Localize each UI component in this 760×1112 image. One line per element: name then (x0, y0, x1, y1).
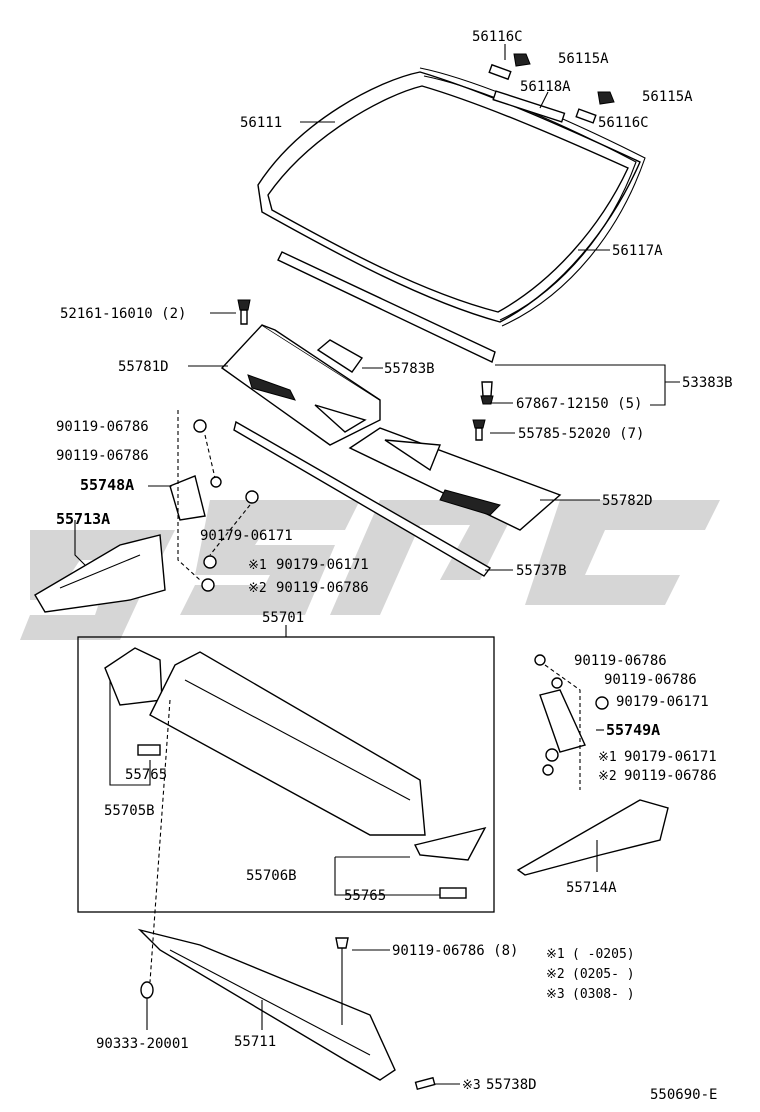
clip-55785 (472, 419, 486, 441)
clip-52161 (237, 299, 251, 325)
clip-67867 (480, 381, 494, 405)
label-56115A-right: 56115A (642, 89, 693, 105)
label-55783B: 55783B (384, 361, 435, 377)
label-56116C-right: 56116C (598, 115, 649, 131)
label-55748A: 55748A (80, 476, 134, 494)
bracket-55748A (169, 410, 259, 592)
leader-lines (74, 44, 680, 1085)
label-55781D: 55781D (118, 359, 169, 375)
mark-m3: ※3 (462, 1078, 481, 1093)
label-56118A: 56118A (520, 79, 571, 95)
upper-stoppers (488, 53, 615, 124)
label-56115A-top: 56115A (558, 51, 609, 67)
bracket-55749A (534, 654, 609, 790)
label-55738D: 55738D (486, 1077, 537, 1093)
cowl-seal-55737B (233, 420, 492, 577)
cowl-louver-left (220, 324, 381, 446)
label-90119-a: 90119-06786 (56, 419, 149, 435)
label-90179-a: 90179-06171 (200, 528, 293, 544)
label-53383B: 53383B (682, 375, 733, 391)
label-55785: 55785-52020 (7) (518, 426, 644, 442)
label-90179-c: 90179-06171 (616, 694, 709, 710)
label-52161: 52161-16010 (2) (60, 306, 186, 322)
label-90179-d: 90179-06171 (624, 749, 717, 765)
label-55714A: 55714A (566, 880, 617, 896)
diagram-code: 550690-E (650, 1087, 717, 1103)
label-90333: 90333-20001 (96, 1036, 189, 1052)
label-55765-left: 55765 (125, 767, 167, 783)
note-range-3: (0308- ) (572, 987, 635, 1002)
windshield-glass (257, 71, 641, 323)
label-90119-b: 90119-06786 (56, 448, 149, 464)
mark-m1-b: ※1 (598, 750, 617, 765)
note-mark-3: ※3 (546, 987, 565, 1002)
note-range-1: ( -0205) (572, 947, 635, 962)
label-55705B: 55705B (104, 803, 155, 819)
note-mark-2: ※2 (546, 967, 565, 982)
label-56117A: 56117A (612, 243, 663, 259)
note-mark-1: ※1 (546, 947, 565, 962)
label-55701: 55701 (262, 610, 304, 626)
label-55749A: 55749A (606, 721, 660, 739)
mark-m1-a: ※1 (248, 558, 267, 573)
label-55713A: 55713A (56, 510, 110, 528)
label-55765-right: 55765 (344, 888, 386, 904)
lower-weatherstrip (277, 251, 496, 363)
label-56116C-top: 56116C (472, 29, 523, 45)
label-90119-e: 90119-06786 (604, 672, 697, 688)
cowl-louver-right (348, 427, 562, 531)
mark-m2-a: ※2 (248, 581, 267, 596)
label-67867: 67867-12150 (5) (516, 396, 642, 412)
label-55737B: 55737B (516, 563, 567, 579)
label-90119-d: 90119-06786 (574, 653, 667, 669)
label-90119-g: 90119-06786 (8) (392, 943, 518, 959)
label-90119-c: 90119-06786 (276, 580, 369, 596)
windshield-molding (419, 67, 646, 327)
label-55706B: 55706B (246, 868, 297, 884)
label-55782D: 55782D (602, 493, 653, 509)
cowl-cover-55783B (316, 339, 364, 373)
cowl-panel-assembly-box (77, 625, 495, 913)
label-90179-b: 90179-06171 (276, 557, 369, 573)
mark-m2-b: ※2 (598, 769, 617, 784)
label-55711: 55711 (234, 1034, 276, 1050)
label-90119-f: 90119-06786 (624, 768, 717, 784)
side-panel-55714A (516, 799, 669, 876)
label-56111: 56111 (240, 115, 282, 131)
side-panel-55713A (34, 534, 166, 613)
note-range-2: (0205- ) (572, 967, 635, 982)
lower-panel-55711 (137, 699, 436, 1091)
